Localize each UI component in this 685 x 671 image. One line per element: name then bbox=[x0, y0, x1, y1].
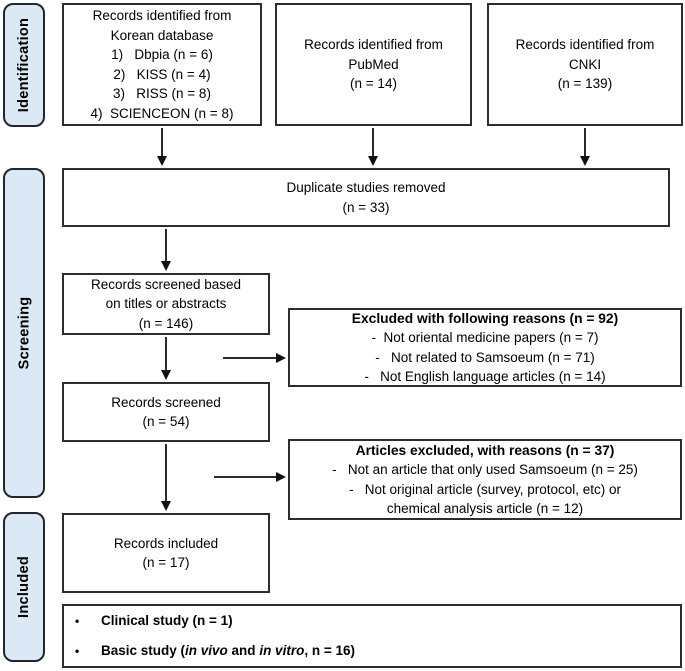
box-line: Duplicate studies removed bbox=[286, 180, 446, 195]
box-line: (n = 14) bbox=[350, 76, 397, 92]
pubmed-box: Records identified from PubMed (n = 14) bbox=[275, 3, 472, 126]
box-line: (n = 139) bbox=[557, 76, 613, 92]
box-line: PubMed bbox=[348, 56, 399, 72]
excluded-1-item: - Not English language articles (n = 14) bbox=[364, 369, 606, 384]
bullet-icon: • bbox=[75, 644, 80, 658]
box-line: 4) SCIENCEON (n = 8) bbox=[90, 105, 234, 121]
arrowhead-korean-to-duplicates bbox=[157, 156, 167, 166]
basic-study-text-pre: Basic study ( bbox=[101, 643, 186, 658]
korean-database-box: Records identified from Korean database … bbox=[62, 3, 262, 126]
arrow-screened-to-excluded2 bbox=[214, 476, 277, 478]
arrowhead-screened-to-excluded2 bbox=[276, 472, 286, 482]
arrowhead-cnki-to-duplicates bbox=[580, 156, 590, 166]
basic-study-text-mid: and bbox=[227, 643, 260, 658]
box-line: (n = 17) bbox=[142, 555, 190, 570]
box-line: Records included bbox=[113, 535, 219, 551]
excluded-1-item: - Not oriental medicine papers (n = 7) bbox=[371, 330, 599, 345]
arrowhead-titles-to-excluded1 bbox=[276, 353, 286, 363]
excluded-1-title: Excluded with following reasons (n = 92) bbox=[351, 310, 619, 326]
clinical-study-text: Clinical study (n = 1) bbox=[101, 613, 233, 628]
box-line: 2) KISS (n = 4) bbox=[113, 66, 211, 82]
basic-study-invivo: in vivo bbox=[185, 643, 228, 658]
basic-study-invitro: in vitro bbox=[259, 643, 305, 658]
phase-screening-label: Screening bbox=[16, 296, 32, 370]
arrow-pubmed-to-duplicates bbox=[372, 128, 374, 157]
basic-study-text-post: , n = 16) bbox=[304, 643, 355, 658]
arrowhead-pubmed-to-duplicates bbox=[368, 156, 378, 166]
box-line: Korean database bbox=[110, 27, 214, 43]
box-line: 3) RISS (n = 8) bbox=[113, 86, 211, 101]
box-line: Records identified from bbox=[304, 37, 443, 53]
phase-included-label: Included bbox=[16, 555, 33, 619]
phase-identification-label: Identification bbox=[16, 17, 33, 113]
excluded-2-title: Articles excluded, with reasons (n = 37) bbox=[355, 442, 615, 458]
arrow-duplicates-to-screened-titles bbox=[165, 229, 167, 262]
box-line: (n = 146) bbox=[138, 315, 194, 331]
box-line: (n = 54) bbox=[142, 414, 190, 429]
box-line: CNKI bbox=[568, 56, 602, 72]
box-line: Records identified from bbox=[92, 8, 232, 23]
excluded-reasons-box-1: Excluded with following reasons (n = 92)… bbox=[288, 308, 682, 387]
records-screened-box: Records screened (n = 54) bbox=[62, 382, 270, 442]
box-line: 1) Dbpia (n = 6) bbox=[111, 47, 213, 62]
box-line: Records screened bbox=[111, 394, 221, 410]
screened-titles-box: Records screened based on titles or abst… bbox=[62, 273, 270, 335]
arrow-titles-to-screened bbox=[165, 337, 167, 371]
arrow-korean-to-duplicates bbox=[161, 128, 163, 157]
excluded-reasons-box-2: Articles excluded, with reasons (n = 37)… bbox=[288, 439, 682, 520]
arrowhead-duplicates-to-screened-titles bbox=[161, 261, 171, 271]
arrow-titles-to-excluded1 bbox=[223, 357, 277, 359]
arrow-screened-to-included bbox=[165, 444, 167, 502]
clinical-study-row: • Clinical study (n = 1) bbox=[64, 611, 680, 631]
excluded-2-item: - Not original article (survey, protocol… bbox=[348, 481, 622, 497]
phase-screening: Screening bbox=[3, 168, 45, 498]
bullet-icon: • bbox=[75, 614, 80, 628]
basic-study-row: • Basic study (in vivo and in vitro, n =… bbox=[64, 641, 680, 661]
box-line: Records identified from bbox=[515, 37, 655, 53]
excluded-2-item: chemical analysis article (n = 12) bbox=[386, 501, 584, 516]
phase-included: Included bbox=[3, 512, 45, 662]
box-line: (n = 33) bbox=[342, 199, 390, 215]
basic-study-text: Basic study (in vivo and in vitro, n = 1… bbox=[101, 641, 355, 661]
box-line: on titles or abstracts bbox=[105, 296, 227, 312]
phase-identification: Identification bbox=[3, 3, 45, 127]
arrowhead-titles-to-screened bbox=[161, 370, 171, 380]
duplicates-removed-box: Duplicate studies removed (n = 33) bbox=[62, 168, 670, 227]
box-line: Records screened based bbox=[90, 276, 242, 292]
study-types-box: • Clinical study (n = 1) • Basic study (… bbox=[62, 604, 682, 668]
excluded-1-item: - Not related to Samsoeum (n = 71) bbox=[375, 349, 595, 365]
excluded-2-item: - Not an article that only used Samsoeum… bbox=[332, 462, 638, 477]
arrowhead-screened-to-included bbox=[161, 501, 171, 511]
records-included-box: Records included (n = 17) bbox=[62, 513, 270, 593]
cnki-box: Records identified from CNKI (n = 139) bbox=[487, 3, 683, 126]
arrow-cnki-to-duplicates bbox=[584, 128, 586, 157]
